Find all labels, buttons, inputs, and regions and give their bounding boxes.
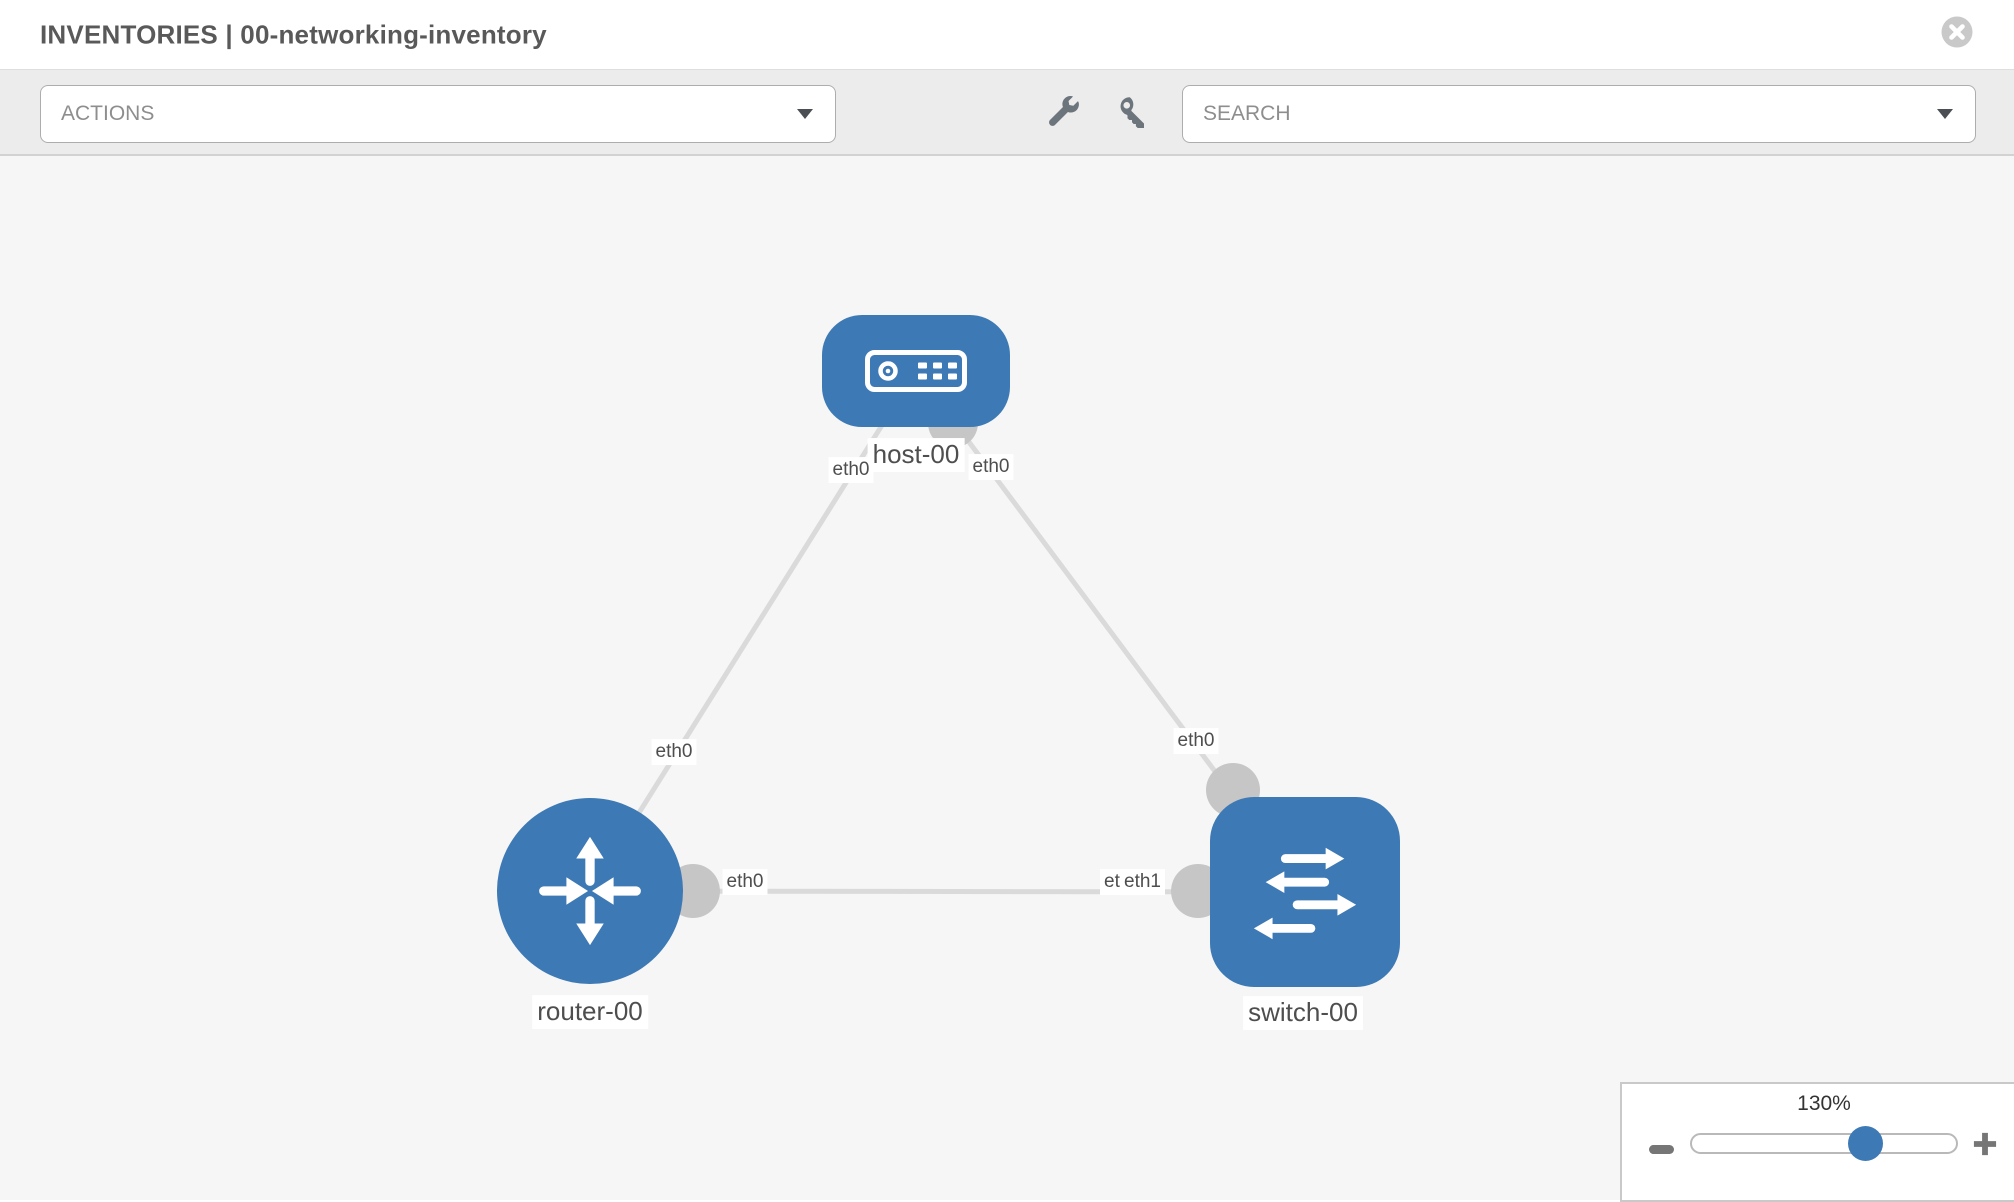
chevron-down-icon [797,109,813,119]
node-router-00[interactable] [497,798,683,984]
zoom-in-button[interactable] [1971,1130,1999,1158]
page-title: INVENTORIES | 00-networking-inventory [40,19,547,49]
node-switch-00[interactable] [1210,797,1400,987]
search-dropdown-label: SEARCH [1203,102,1291,125]
interface-label-switch-eth1: eth1 [1120,869,1165,895]
actions-dropdown[interactable]: ACTIONS [40,85,836,143]
toolbar: ACTIONS SEARCH [0,70,2014,156]
key-button[interactable] [1117,95,1153,131]
zoom-slider-handle[interactable] [1848,1126,1883,1161]
interface-label-host-eth0-right: eth0 [968,454,1014,480]
key-icon [1120,97,1144,128]
interface-label-router-uplink-eth0: eth0 [651,739,697,765]
topology-links [587,369,1308,918]
zoom-out-button[interactable] [1646,1132,1676,1158]
wrench-icon [1049,96,1079,126]
search-dropdown[interactable]: SEARCH [1182,85,1976,143]
node-label-host: host-00 [867,438,965,472]
minus-icon [1648,1144,1674,1154]
interface-label-switch-uplink-eth0: eth0 [1173,728,1219,754]
actions-dropdown-label: ACTIONS [61,102,155,125]
zoom-panel: 130% [1620,1082,2014,1202]
host-icon [865,350,967,392]
router-icon [539,836,641,946]
zoom-level: 130% [1797,1092,1851,1115]
header: INVENTORIES | 00-networking-inventory [0,0,2014,70]
node-label-router: router-00 [532,995,648,1029]
topology-canvas[interactable]: host-00 router-00 switch-00 eth0 eth0 et… [0,156,2014,1200]
interface-label-router-eth0: eth0 [722,869,768,895]
close-button[interactable] [1941,16,1973,48]
node-label-switch: switch-00 [1243,996,1363,1030]
chevron-down-icon [1937,109,1953,119]
node-host-00[interactable] [822,315,1010,427]
switch-icon [1253,847,1357,940]
close-icon [1941,16,1973,48]
interface-label-host-eth0-left: eth0 [828,457,874,483]
zoom-slider[interactable] [1690,1133,1958,1154]
plus-icon [1973,1132,1997,1156]
tools-button[interactable] [1045,95,1081,131]
